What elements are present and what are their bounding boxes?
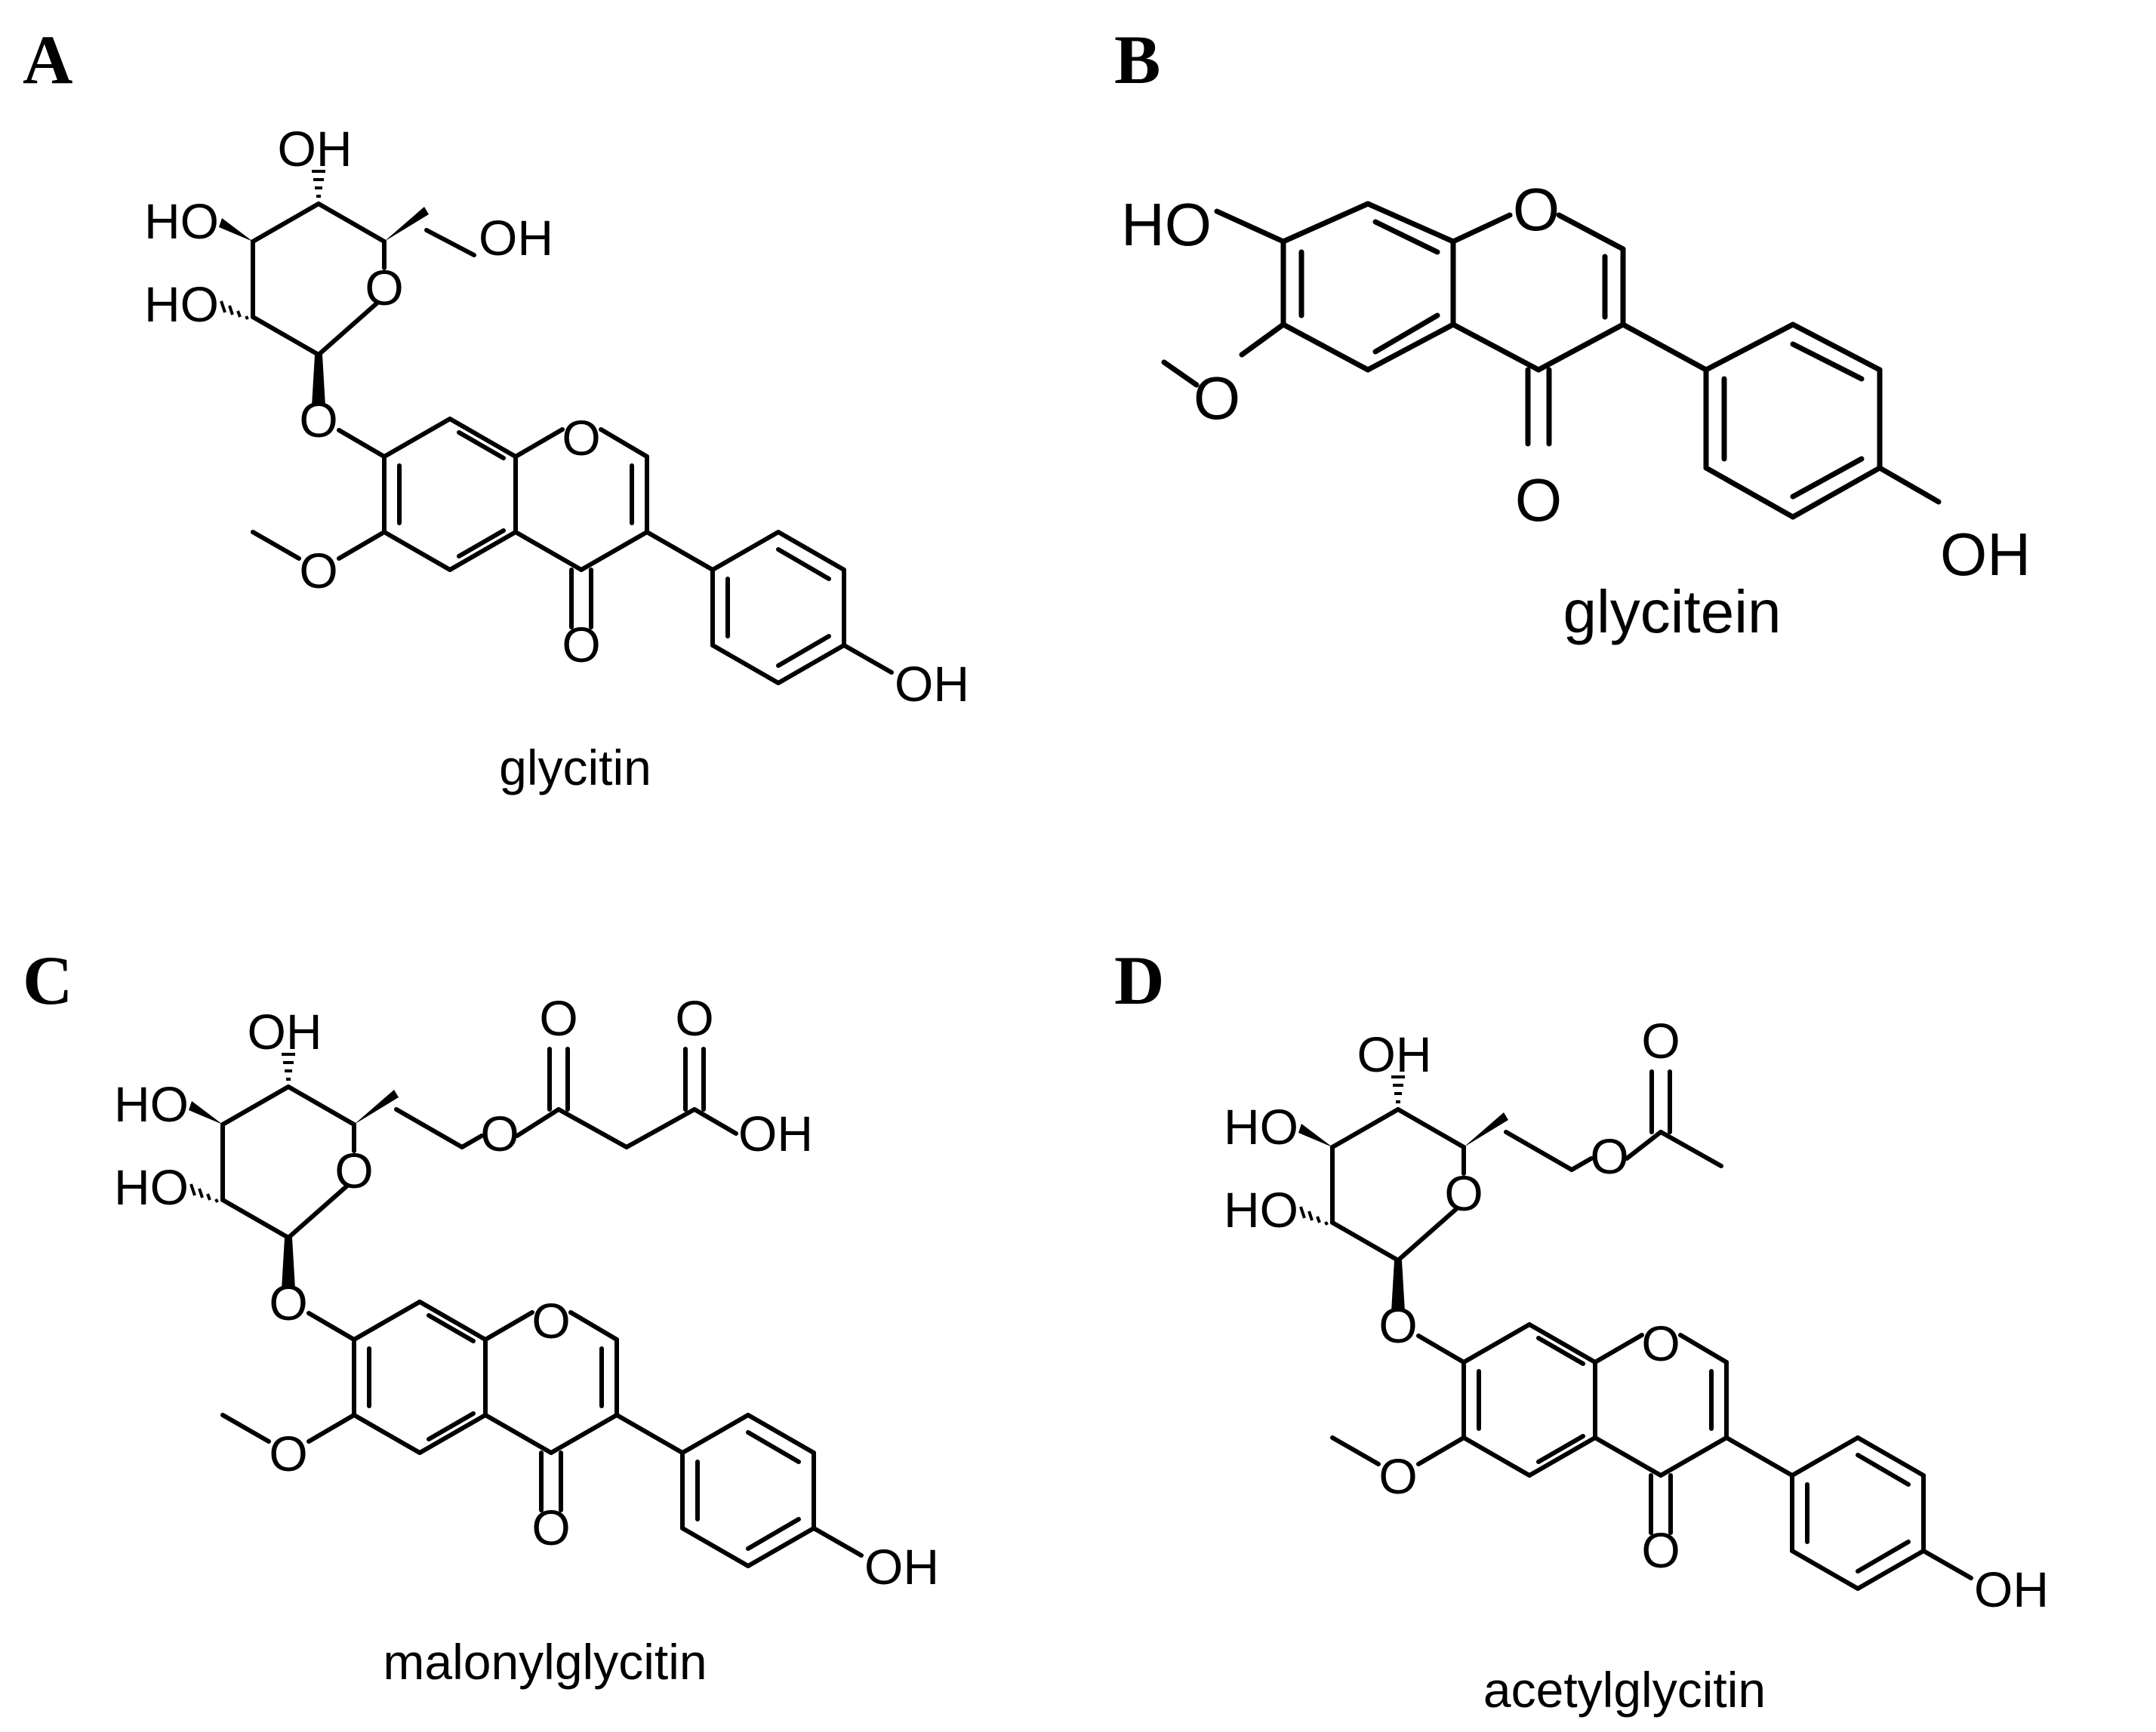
carbonyl-oxygen-label-b: O xyxy=(1515,466,1562,534)
glycitein-structure: HO O O O OH xyxy=(1121,176,2031,588)
malonylglycitin-structure: O O O OH xyxy=(114,990,939,1595)
compound-name-b: glycitein xyxy=(1563,578,1781,645)
acetyl-carbonyl-oxygen-label: O xyxy=(1641,1013,1680,1069)
panel-b: B xyxy=(1114,21,2031,645)
panel-d: D O O acetylglycitin xyxy=(1114,942,2049,1718)
phenol-oh-label-b: OH xyxy=(1940,521,2031,588)
panel-label-a: A xyxy=(23,21,72,98)
acid-carbonyl-oxygen-label: O xyxy=(675,990,713,1046)
c6-oh-label: OH xyxy=(479,210,553,266)
panel-label-b: B xyxy=(1114,21,1160,98)
ester-oxygen-label: O xyxy=(480,1106,519,1161)
acetylglycitin-structure: O O xyxy=(1224,1013,2049,1617)
methoxy-oxygen-label-b: O xyxy=(1194,365,1240,432)
compound-name-a: glycitin xyxy=(499,740,651,795)
compound-name-c: malonylglycitin xyxy=(383,1634,707,1690)
glycitin-structure: OH xyxy=(144,121,969,712)
compound-name-d: acetylglycitin xyxy=(1483,1662,1766,1718)
ring-oxygen-label-b: O xyxy=(1513,176,1560,243)
panel-c: C O O O OH malonylglycitin xyxy=(23,942,939,1690)
ester-carbonyl-oxygen-label: O xyxy=(539,990,578,1046)
acetyl-ester-oxygen-label: O xyxy=(1590,1128,1628,1184)
c7-ho-label: HO xyxy=(1121,191,1212,258)
acid-oh-label: OH xyxy=(738,1106,813,1161)
panel-label-c: C xyxy=(23,942,72,1019)
panel-label-d: D xyxy=(1114,942,1164,1019)
panel-a: A OH glycitin xyxy=(23,21,969,795)
